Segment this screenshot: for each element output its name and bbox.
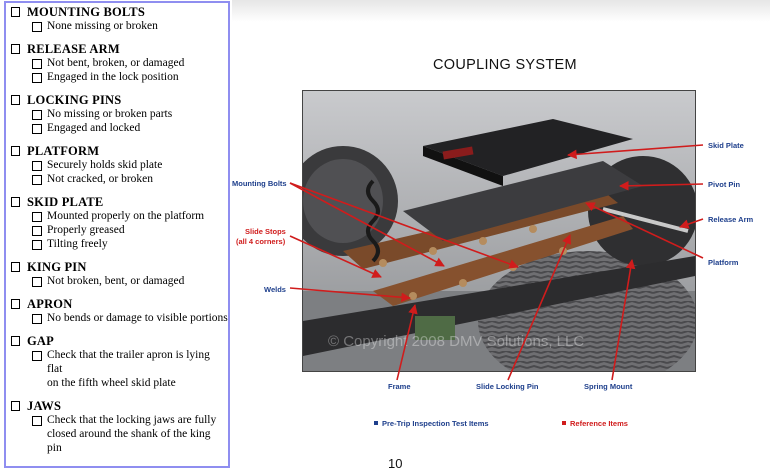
- checklist-section-skid-plate: SKID PLATE Mounted properly on the platf…: [11, 195, 228, 251]
- page-number: 10: [388, 456, 403, 471]
- checkbox-icon[interactable]: [32, 161, 42, 171]
- legend-reference: Reference Items: [570, 419, 628, 428]
- checkbox-icon[interactable]: [32, 175, 42, 185]
- arrow-platform: [585, 202, 704, 259]
- checkbox-icon[interactable]: [11, 197, 20, 207]
- section-heading: MOUNTING BOLTS: [27, 5, 145, 19]
- label-pivot-pin: Pivot Pin: [708, 180, 741, 189]
- checklist-item: Properly greased: [11, 223, 228, 237]
- checkbox-icon[interactable]: [32, 73, 42, 83]
- checkbox-icon[interactable]: [32, 212, 42, 222]
- checklist-item: No bends or damage to visible portions: [11, 311, 228, 325]
- checklist-section-platform: PLATFORM Securely holds skid plate Not c…: [11, 144, 228, 186]
- checkbox-icon[interactable]: [11, 401, 20, 411]
- label-slide-stops-note: (all 4 corners): [236, 237, 286, 246]
- section-heading: KING PIN: [27, 260, 87, 274]
- checklist-item: Tilting freely: [11, 237, 228, 251]
- checkbox-icon[interactable]: [11, 95, 20, 105]
- section-heading: JAWS: [27, 399, 62, 413]
- label-frame: Frame: [388, 382, 411, 391]
- label-slide-locking-pin: Slide Locking Pin: [476, 382, 539, 391]
- legend-pretrip: Pre-Trip Inspection Test Items: [382, 419, 489, 428]
- checklist-item: No missing or broken parts: [11, 107, 228, 121]
- checkbox-icon[interactable]: [32, 22, 42, 32]
- checklist-item: Check that the locking jaws are fully cl…: [11, 413, 228, 455]
- arrow-release-arm: [679, 218, 704, 229]
- checkbox-icon[interactable]: [11, 262, 20, 272]
- checklist-item: Engaged in the lock position: [11, 70, 228, 84]
- arrow-welds: [289, 287, 411, 303]
- checklist-item: None missing or broken: [11, 19, 228, 33]
- top-shade: [232, 0, 770, 22]
- checkbox-icon[interactable]: [32, 416, 42, 426]
- label-slide-stops: Slide Stops: [245, 227, 286, 236]
- checklist-item: Securely holds skid plate: [11, 158, 228, 172]
- checklist-item: Engaged and locked: [11, 121, 228, 135]
- checkbox-icon[interactable]: [32, 226, 42, 236]
- checkbox-icon[interactable]: [32, 59, 42, 69]
- checkbox-icon[interactable]: [32, 110, 42, 120]
- checkbox-icon[interactable]: [11, 7, 20, 17]
- section-heading: SKID PLATE: [27, 195, 104, 209]
- arrow-slide-stops: [289, 235, 382, 278]
- section-heading: APRON: [27, 297, 73, 311]
- section-heading: PLATFORM: [27, 144, 100, 158]
- checklist-item: Not broken, bent, or damaged: [11, 274, 228, 288]
- checklist-section-locking-pins: LOCKING PINS No missing or broken parts …: [11, 93, 228, 135]
- inspection-checklist: MOUNTING BOLTS None missing or broken RE…: [4, 1, 230, 468]
- slide-title: COUPLING SYSTEM: [433, 57, 577, 73]
- section-heading: LOCKING PINS: [27, 93, 122, 107]
- checkbox-icon[interactable]: [11, 146, 20, 156]
- checklist-item: Check that the trailer apron is lying fl…: [11, 348, 228, 390]
- label-release-arm: Release Arm: [708, 215, 754, 224]
- checklist-section-king-pin: KING PIN Not broken, bent, or damaged: [11, 260, 228, 288]
- label-platform: Platform: [708, 258, 739, 267]
- arrow-spring-mount: [611, 259, 636, 381]
- label-mounting-bolts: Mounting Bolts: [232, 179, 287, 188]
- checkbox-icon[interactable]: [32, 314, 42, 324]
- arrow-frame: [396, 304, 418, 381]
- checkbox-icon[interactable]: [11, 44, 20, 54]
- checklist-item: Not bent, broken, or damaged: [11, 56, 228, 70]
- section-heading: GAP: [27, 334, 54, 348]
- checklist-item: Not cracked, or broken: [11, 172, 228, 186]
- arrow-mounting-bolts-1: [289, 182, 519, 269]
- legend-swatch-reference: [562, 421, 566, 425]
- checklist-section-mounting-bolts: MOUNTING BOLTS None missing or broken: [11, 5, 228, 33]
- checklist-section-apron: APRON No bends or damage to visible port…: [11, 297, 228, 325]
- checkbox-icon[interactable]: [32, 124, 42, 134]
- legend-swatch-pretrip: [374, 421, 378, 425]
- checklist-item: Mounted properly on the platform: [11, 209, 228, 223]
- arrow-slide-locking-pin: [507, 234, 572, 381]
- arrow-skid-plate: [567, 144, 704, 160]
- checklist-section-release-arm: RELEASE ARM Not bent, broken, or damaged…: [11, 42, 228, 84]
- arrow-pivot-pin: [619, 180, 704, 191]
- checkbox-icon[interactable]: [11, 299, 20, 309]
- checkbox-icon[interactable]: [32, 240, 42, 250]
- label-spring-mount: Spring Mount: [584, 382, 633, 391]
- checkbox-icon[interactable]: [32, 351, 42, 361]
- watermark: © Copyright 2008 DMV Solutions, LLC: [328, 333, 584, 350]
- checklist-section-jaws: JAWS Check that the locking jaws are ful…: [11, 399, 228, 455]
- checklist-section-gap: GAP Check that the trailer apron is lyin…: [11, 334, 228, 390]
- label-welds: Welds: [264, 285, 286, 294]
- arrow-mounting-bolts-2: [289, 182, 445, 267]
- checkbox-icon[interactable]: [11, 336, 20, 346]
- label-skid-plate: Skid Plate: [708, 141, 744, 150]
- checkbox-icon[interactable]: [32, 277, 42, 287]
- section-heading: RELEASE ARM: [27, 42, 120, 56]
